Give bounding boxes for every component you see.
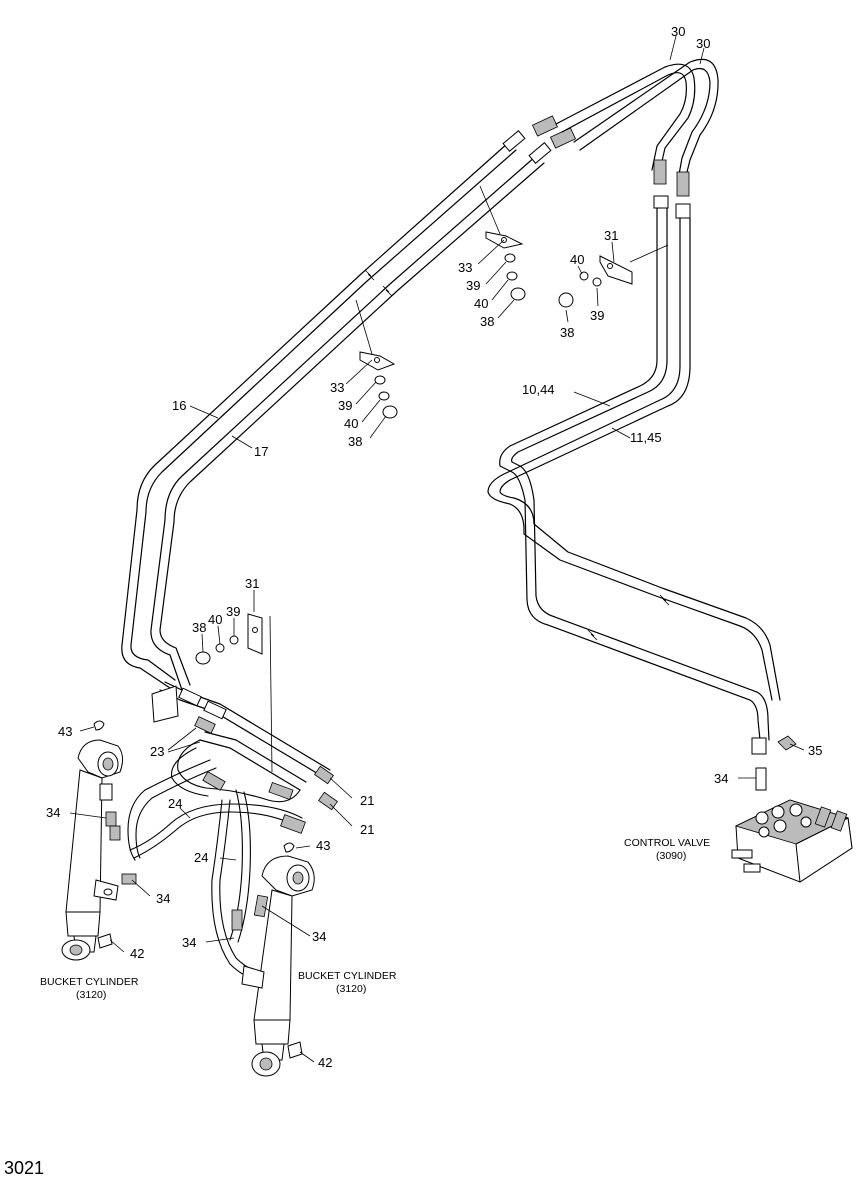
callout-42-left: 42 [130,946,144,961]
callout-34-valve: 34 [714,771,728,786]
callout-17: 17 [254,444,268,459]
callout-30b: 30 [696,36,710,51]
bucket-cylinder-right-ref: (3120) [336,983,366,995]
bucket-cylinder-left-caption: BUCKET CYLINDER [40,976,139,988]
pipe-break-mark [587,629,598,641]
control-valve-ref: (3090) [656,850,686,862]
pipe-16 [121,142,517,689]
pipe-fitting [502,115,577,164]
callout-24-lower: 24 [194,850,208,865]
callout-38-low: 38 [192,620,206,635]
callout-34-mid-left: 34 [156,891,170,906]
captions: CONTROL VALVE (3090) BUCKET CYLINDER (31… [40,837,710,1001]
callout-40-top-right: 40 [570,252,584,267]
clamp-assembly-upper [479,185,526,301]
pipe-10-44 [499,207,770,741]
callout-21-upper: 21 [360,793,374,808]
hose-fittings-left [93,720,137,949]
bucket-cylinder-left-ref: (3120) [76,989,106,1001]
callout-30a: 30 [671,24,685,39]
callout-11-45: 11,45 [630,430,662,445]
pipe-30-fittings [653,159,691,219]
pipe-21 [151,681,338,811]
callout-31-low: 31 [245,576,259,591]
callout-43-left: 43 [58,724,72,739]
clamp-assembly-lower [195,613,273,773]
callout-39-top: 39 [466,278,480,293]
callout-35: 35 [808,743,822,758]
leader-lines [69,35,805,1063]
callout-40-top: 40 [474,296,488,311]
callout-38-top-right: 38 [560,325,574,340]
pipe-17 [150,155,545,691]
callout-31-top: 31 [604,228,618,243]
pipe-11-45 [487,217,781,701]
page-number: 3021 [4,1158,44,1178]
callout-39-low: 39 [226,604,240,619]
pipe-break-mark [364,269,375,281]
callout-40-mid: 40 [344,416,358,431]
control-valve-caption: CONTROL VALVE [624,837,710,849]
callout-42-right: 42 [318,1055,332,1070]
callout-16: 16 [172,398,186,413]
callout-34-right-cyl: 34 [312,929,326,944]
callout-33-top: 33 [458,260,472,275]
callout-10-44: 10,44 [522,382,555,397]
callout-34-left: 34 [46,805,60,820]
callout-21-lower: 21 [360,822,374,837]
hose-23 [127,716,301,861]
bucket-cylinder-right [241,842,315,1077]
callout-34-bottom: 34 [182,935,196,950]
callout-labels: 30 30 31 40 39 38 33 39 40 38 33 39 40 3… [46,24,822,1070]
callout-23: 23 [150,744,164,759]
bucket-cylinder-left [61,739,124,961]
pipe-break-mark [382,285,393,297]
callout-40-low: 40 [208,612,222,627]
pipe-break-mark [659,594,670,606]
callout-43-right: 43 [316,838,330,853]
callout-24-upper: 24 [168,796,182,811]
callout-38-mid: 38 [348,434,362,449]
callout-33-mid: 33 [330,380,344,395]
callout-38-top: 38 [480,314,494,329]
callout-39-mid: 39 [338,398,352,413]
clamp-assembly-right [558,244,669,308]
callout-39-top-right: 39 [590,308,604,323]
clamp-assembly-middle [355,299,398,419]
pipe-30 [555,58,719,181]
control-valve-3090 [731,735,853,883]
bucket-cylinder-right-caption: BUCKET CYLINDER [298,970,397,982]
